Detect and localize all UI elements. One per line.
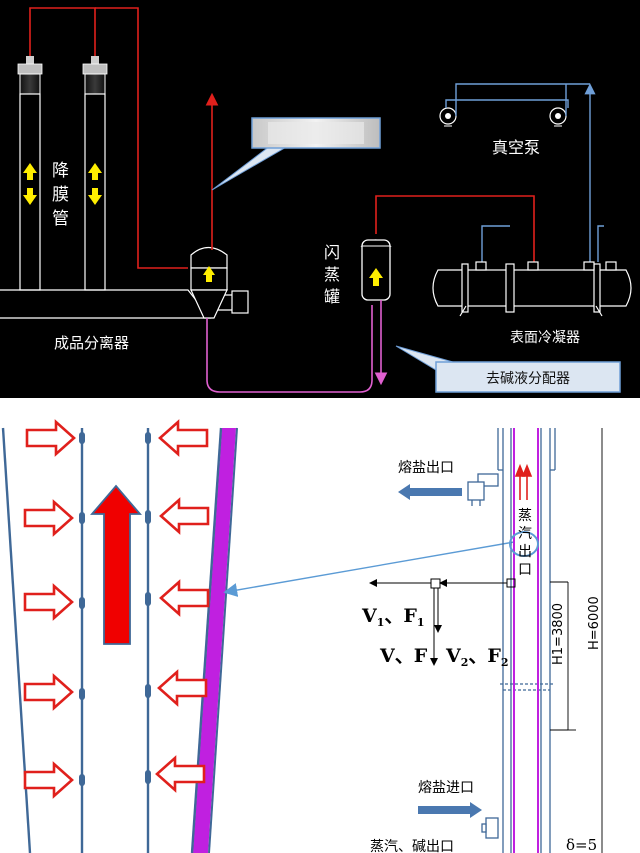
heat-flow-arrow-icon [23,419,76,799]
force-label-v1-f1: V1、F1 [361,605,425,629]
molten-salt-inlet-label: 熔盐进口 [418,780,474,796]
steam-rise-arrows [514,463,533,500]
wall-thickness-label: δ=5 [566,836,597,853]
vacuum-pump-label: 真空泵 [492,138,540,157]
brine-return-line [206,305,373,393]
flow-arrow-icon [23,163,102,205]
product-separator-label: 成品分离器 [54,334,129,352]
bottom-panel-background [0,400,640,853]
vapor-rise-arrow-icon [90,484,142,645]
dimension-lines [550,428,603,853]
heat-flow-arrow-icon [155,419,210,793]
lye-distributor-callout: 去碱液分配器 [395,345,621,393]
up-arrow-icon [369,268,383,286]
product-separator [190,246,228,319]
vacuum-pump-left [439,107,457,127]
inner-tube-lining [513,428,539,853]
flash-tank [360,239,392,301]
surface-condenser [432,261,632,317]
force-vector-diagram [369,578,516,666]
molten-salt-outlet-nozzle [467,473,499,506]
lye-distributor-label: 去碱液分配器 [486,371,570,387]
up-arrow-icon [203,266,215,282]
molten-salt-outlet-label: 熔盐出口 [398,460,454,476]
tube-wall-nodes [79,432,151,786]
evaporator-section-drawing [497,428,556,853]
force-label-v2-f2: V2、F2 [445,645,509,669]
detail-leader-line [223,541,515,597]
molten-salt-outlet-arrow-icon [398,484,462,500]
flash-vapor-line [375,195,535,262]
steam-lye-outlet-label: 蒸汽、碱出口 [370,839,454,853]
molten-salt-inlet-nozzle [481,817,499,839]
vacuum-line [445,83,604,262]
falling-film-tube-label: 降 膜 管 [52,161,74,229]
flash-tank-label: 闪 蒸 罐 [324,243,345,306]
molten-salt-inlet-arrow-icon [418,802,482,818]
dimension-h1: H1=3800 [551,603,566,665]
base-header-pipe [0,289,249,319]
dimension-h: H=6000 [587,596,602,650]
blurred-callout [211,117,381,191]
steam-header-line [29,7,188,269]
detail-highlight-circle [509,531,539,557]
force-label-v-f: V、F [379,645,428,667]
steam-outlet-label: 蒸 汽 出 口 [518,508,536,578]
surface-condenser-label: 表面冷凝器 [510,330,580,346]
